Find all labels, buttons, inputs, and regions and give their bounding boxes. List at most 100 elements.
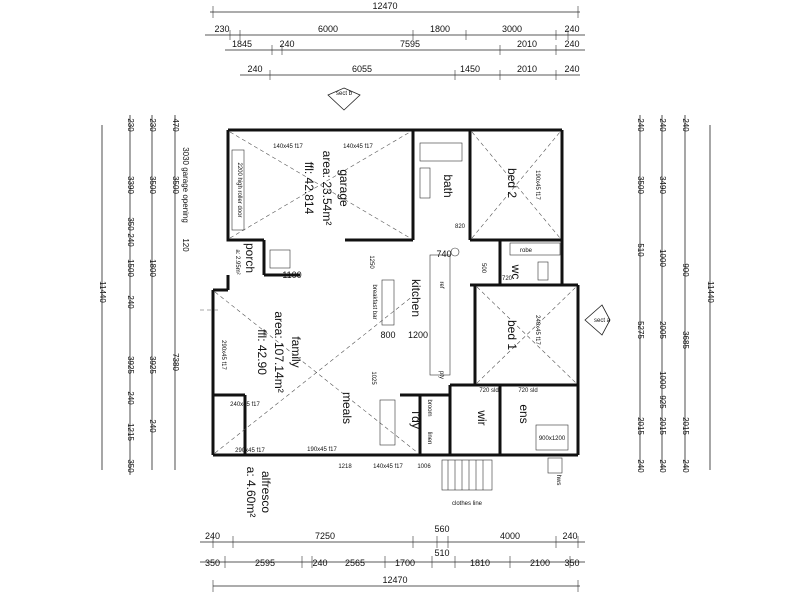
dim-left-c3-label: 3030 garage opening — [181, 147, 190, 223]
robe — [509, 242, 561, 256]
dim-1006: 1006 — [417, 464, 431, 470]
dim-bot-r2-2: 240 — [312, 558, 327, 568]
dim-left-c2-1: 3500 — [148, 176, 157, 194]
dim-top-row2-0: 1845 — [232, 39, 252, 49]
dim-720sld-2: 720 sld — [518, 388, 537, 394]
garage-name: garage — [337, 169, 351, 207]
hws-unit — [547, 457, 563, 474]
dim-top-row3-4: 240 — [564, 64, 579, 74]
dim-1200: 1200 — [408, 330, 428, 340]
dim-right-c2-4: 1000 — [658, 371, 667, 389]
dim-left-c2-4: 240 — [148, 419, 157, 433]
lintel-label-6: 140x45 f17 — [373, 464, 403, 470]
bottom-dimensions: 240 7250 560 4000 240 510 350 2595 240 2… — [200, 524, 585, 592]
pantry-label: pty — [438, 371, 444, 379]
dim-top-row1-1: 6000 — [318, 24, 338, 34]
dim-right-c2-3: 2005 — [658, 321, 667, 339]
garage-ffl: ffl: 42.814 — [302, 162, 316, 215]
fixtures — [231, 142, 569, 491]
porch-area: a: 2.95m² — [234, 249, 240, 274]
dim-right-c3-3: 2015 — [681, 417, 690, 435]
dim-right-c1-3: 5275 — [636, 321, 645, 339]
dim-left-c3-0: 470 — [171, 118, 180, 132]
dim-1250: 1250 — [368, 255, 374, 269]
dim-bot-r1-2: 560 — [434, 524, 449, 534]
roller-door-label: 2200 high roller door — [236, 162, 242, 217]
dim-top-row3-0: 240 — [247, 64, 262, 74]
dim-720sld-1: 720 sld — [479, 388, 498, 394]
dim-820: 820 — [455, 224, 466, 230]
lintel-label-2: 140x45 f17 — [343, 144, 373, 150]
garage-area: area: 23.54m² — [320, 151, 334, 226]
dim-top-total: 12470 — [372, 1, 397, 11]
linen-label: linen — [426, 432, 432, 445]
alfresco-area: a: 4.60m² — [244, 467, 258, 518]
dim-right-c1-0: 240 — [636, 118, 645, 132]
wc-toilet — [537, 261, 549, 281]
dim-bot-r1b: 510 — [434, 548, 449, 558]
dim-500: 500 — [480, 263, 486, 274]
roof-lines — [200, 131, 577, 454]
dim-bot-r2-4: 1700 — [395, 558, 415, 568]
dim-top-row1-0: 230 — [214, 24, 229, 34]
wc-label: wc — [509, 264, 523, 280]
room-labels: garage area: 23.54m² ffl: 42.814 family … — [234, 151, 533, 518]
dim-bot-r2-6: 2100 — [530, 558, 550, 568]
laundry-tub — [379, 399, 396, 446]
family-name: family — [289, 336, 303, 367]
kitchen-label: kitchen — [409, 279, 423, 317]
dim-top-row2-3: 2010 — [517, 39, 537, 49]
dim-left-c3-1: 3500 — [171, 176, 180, 194]
wir-label: wir — [475, 409, 489, 425]
dim-top-row1-3: 3000 — [502, 24, 522, 34]
alfresco-name: alfresco — [259, 471, 273, 513]
dim-720: 720 — [502, 276, 513, 282]
dim-right-c3-1: 900 — [681, 263, 690, 277]
dim-right-c2-1: 3490 — [658, 176, 667, 194]
lintel-label-5: 190x45 f17 — [307, 447, 337, 453]
lintel-label-4: 290x45 f17 — [235, 448, 265, 454]
dim-right-c1-2: 510 — [636, 243, 645, 257]
dim-left-c1-2: 350 — [126, 217, 135, 231]
meals-label: meals — [340, 392, 354, 424]
dim-top-row2-2: 7595 — [400, 39, 420, 49]
porch-step — [269, 249, 291, 269]
dim-left-c2-0: 230 — [148, 118, 157, 132]
dim-top-row3-2: 1450 — [460, 64, 480, 74]
breakfast-bar — [381, 279, 395, 326]
dim-left-extra-1: 240 — [126, 233, 135, 247]
dim-right-c3-4: 240 — [681, 459, 690, 473]
dim-left-c3-2: 7380 — [171, 353, 180, 371]
bathtub — [419, 142, 463, 162]
ref-label: ref — [438, 281, 444, 288]
dim-right-c2-6: 2015 — [658, 417, 667, 435]
dim-bot-r2-7: 350 — [564, 558, 579, 568]
dim-left-c1-6: 1215 — [126, 423, 135, 441]
section-marker-b: sect b — [327, 87, 361, 111]
right-dimensions: 240 3500 510 5275 2015 240 240 3490 1000… — [636, 115, 715, 473]
dim-top-row3-3: 2010 — [517, 64, 537, 74]
dim-800: 800 — [380, 330, 395, 340]
section-marker-a: sect a — [584, 304, 611, 336]
dim-740: 740 — [436, 249, 451, 259]
dim-bot-r2-5: 1810 — [470, 558, 490, 568]
robe-label: robe — [520, 248, 533, 254]
laundry-label: l'dy — [409, 411, 423, 429]
dim-top-row2-4: 240 — [564, 39, 579, 49]
dim-right-c2-0: 240 — [658, 118, 667, 132]
shower — [535, 424, 569, 451]
top-dimensions: 12470 230 6000 1800 3000 240 1845 240 75… — [205, 1, 585, 80]
lintel-label-1: 140x45 f17 — [273, 144, 303, 150]
fridge-vent — [450, 247, 460, 257]
dim-left-c3-3: 120 — [181, 238, 190, 252]
misc-labels: clothes line 2200 high roller door hws b… — [220, 144, 566, 507]
section-b-label: sect b — [336, 91, 353, 97]
left-dimensions: 11440 230 3390 350 240 3925 240 1215 350… — [98, 115, 190, 475]
dim-left-c1-1: 3390 — [126, 176, 135, 194]
dim-900x1200: 900x1200 — [539, 436, 566, 442]
porch-name: porch — [243, 243, 257, 273]
dim-bot-r1-3: 4000 — [500, 531, 520, 541]
dim-bot-total: 12470 — [382, 575, 407, 585]
clothes-line-label: clothes line — [452, 501, 483, 507]
